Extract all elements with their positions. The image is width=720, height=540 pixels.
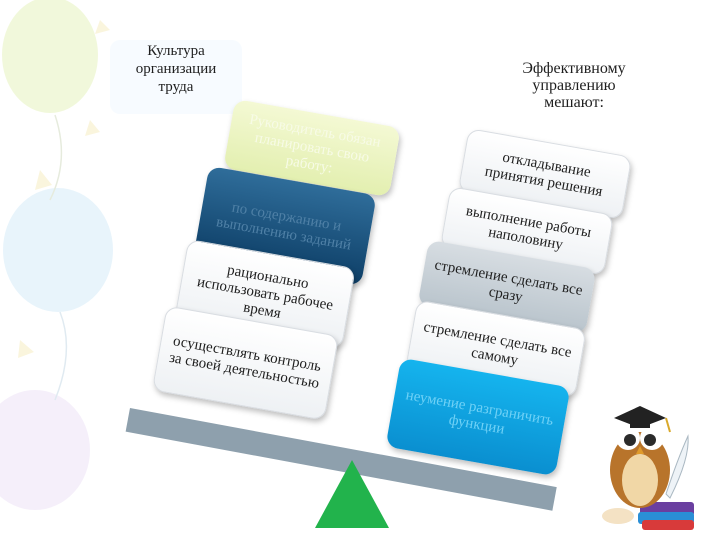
left-title-text: Культура организации труда — [135, 43, 217, 95]
owl-icon — [602, 406, 694, 530]
right-title-text: Эффективному управлению мешают: — [522, 60, 626, 111]
fulcrum-triangle — [315, 460, 389, 528]
left-card-4-text: осуществлять контроль за своей деятельно… — [167, 333, 323, 392]
left-title: Культура организации труда — [110, 40, 242, 114]
right-title: Эффективному управлению мешают: — [494, 60, 654, 111]
right-card-5-text: неумение разграничить функции — [404, 387, 555, 438]
